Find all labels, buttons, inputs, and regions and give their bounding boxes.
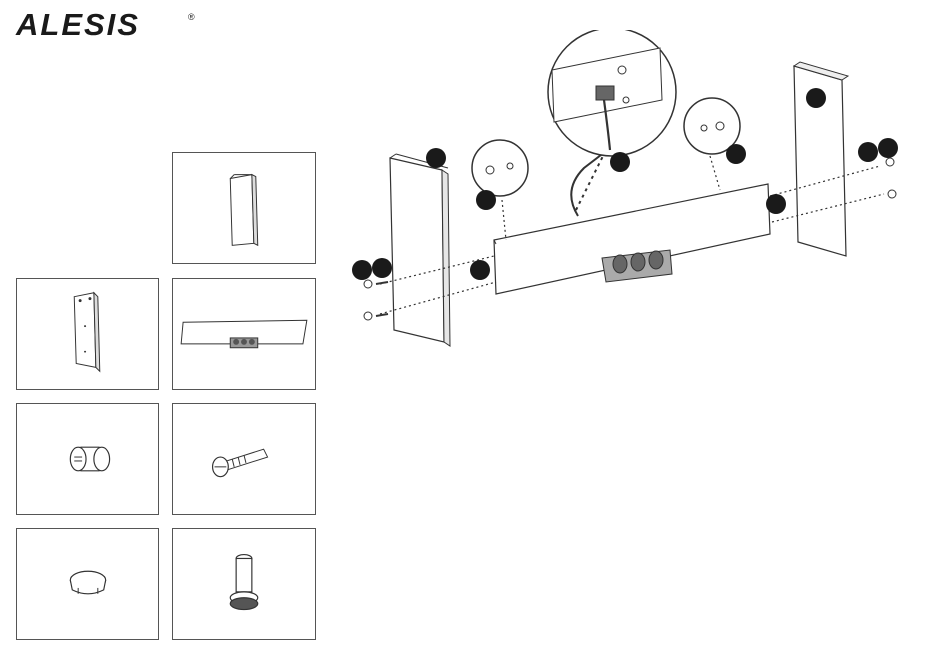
barrel-nut-icon <box>17 404 158 514</box>
part-box-side-panel <box>16 278 159 390</box>
part-box-cap <box>16 528 159 640</box>
part-box-pedal-board <box>172 278 316 390</box>
side-panel-drawing <box>17 279 158 389</box>
assembly-drawing <box>340 30 950 360</box>
alesis-logo: ALESIS ® <box>16 8 186 42</box>
pedal-board-drawing <box>173 279 315 389</box>
part-box-barrel-nut <box>16 403 159 515</box>
bolt-icon <box>173 404 315 514</box>
brand-name: ALESIS <box>16 8 140 42</box>
assembly-diagram <box>340 30 950 360</box>
cap-icon <box>17 529 158 639</box>
part-box-thumb-screw <box>172 528 316 640</box>
thumb-screw-icon <box>173 529 315 639</box>
side-panel-small-drawing <box>173 153 315 263</box>
part-box-bolt <box>172 403 316 515</box>
part-box-side-panel-small <box>172 152 316 264</box>
trademark-symbol: ® <box>188 12 195 22</box>
